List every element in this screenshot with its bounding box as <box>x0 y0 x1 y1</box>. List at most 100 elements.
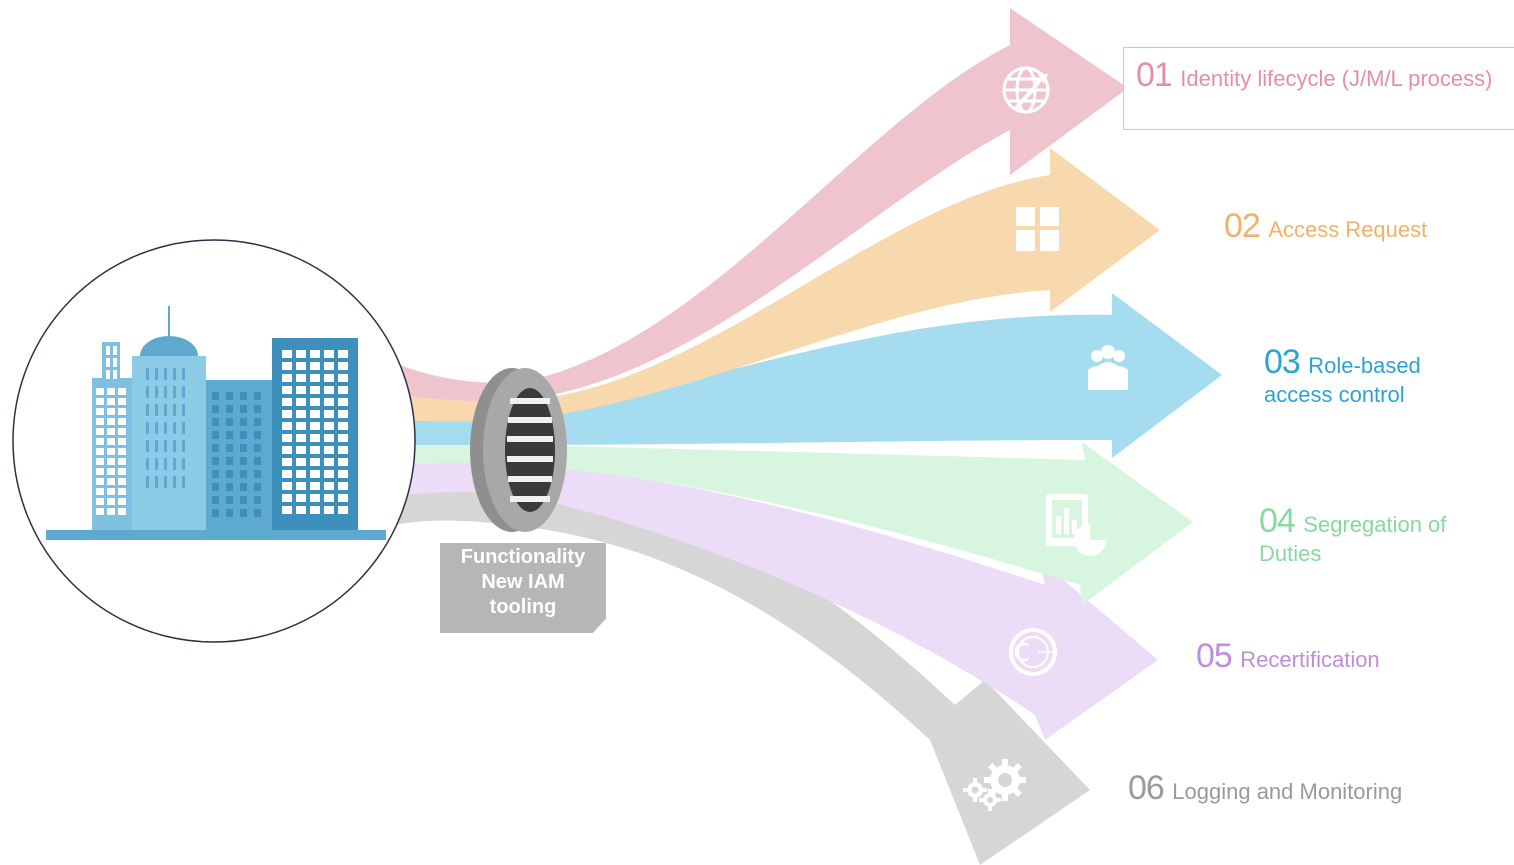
building-window <box>310 506 320 514</box>
building-window <box>254 483 261 491</box>
building-window <box>107 428 115 435</box>
building-window <box>106 370 110 379</box>
building-window <box>96 478 104 485</box>
functionality-arrows <box>395 8 1222 865</box>
building-window <box>173 386 176 398</box>
building-window <box>107 388 115 395</box>
building-window <box>164 386 167 398</box>
label-text: Access Request <box>1268 217 1428 242</box>
building-window <box>146 404 149 416</box>
building-window <box>296 386 306 394</box>
building-window <box>182 476 185 488</box>
building-window <box>107 458 115 465</box>
building-window <box>226 444 233 452</box>
building-window <box>155 476 158 488</box>
building-window <box>338 482 348 490</box>
building-window <box>282 506 292 514</box>
building-window <box>240 392 247 400</box>
building-window <box>164 368 167 380</box>
building-window <box>338 434 348 442</box>
building-window <box>226 392 233 400</box>
building-window <box>282 434 292 442</box>
building-window <box>106 346 110 355</box>
building-window <box>155 422 158 434</box>
building-window <box>324 458 334 466</box>
gears-icon <box>963 759 1026 811</box>
building-window <box>338 398 348 406</box>
building-window <box>296 458 306 466</box>
building-window <box>118 448 126 455</box>
building-window <box>296 350 306 358</box>
building-window <box>282 494 292 502</box>
label-role-based-access: 03 Role-based access control <box>1264 343 1464 407</box>
building-window <box>254 509 261 517</box>
building-window <box>107 468 115 475</box>
building-window <box>226 470 233 478</box>
building-window <box>338 350 348 358</box>
building-window <box>324 350 334 358</box>
building-window <box>338 422 348 430</box>
building-window <box>324 446 334 454</box>
building-window <box>338 374 348 382</box>
building-window <box>182 404 185 416</box>
building-window <box>254 418 261 426</box>
label-number: 02 <box>1224 207 1261 245</box>
building-window <box>164 458 167 470</box>
building-window <box>96 458 104 465</box>
building-window <box>282 458 292 466</box>
building-window <box>107 498 115 505</box>
building-window <box>226 431 233 439</box>
building-window <box>146 386 149 398</box>
building-window <box>96 408 104 415</box>
building-window <box>212 457 219 465</box>
building-window <box>118 418 126 425</box>
building-window <box>107 448 115 455</box>
building-window <box>296 398 306 406</box>
label-text: Role-based access control <box>1264 353 1421 408</box>
building-window <box>173 422 176 434</box>
building-window <box>282 350 292 358</box>
building-window <box>240 509 247 517</box>
building-window <box>107 508 115 515</box>
arrow-recertification <box>400 461 1158 740</box>
building-window <box>118 508 126 515</box>
building-window <box>107 488 115 495</box>
building-window <box>212 405 219 413</box>
building-window <box>240 405 247 413</box>
building-window <box>155 458 158 470</box>
building-window <box>282 482 292 490</box>
hub-line-3: tooling <box>489 596 557 618</box>
building-window <box>113 346 117 355</box>
building-window <box>296 362 306 370</box>
label-number: 01 <box>1136 56 1173 94</box>
building-window <box>107 408 115 415</box>
building-window <box>155 386 158 398</box>
arrow-role-based-access <box>400 293 1222 458</box>
building-window <box>226 509 233 517</box>
building-window <box>324 422 334 430</box>
building-window <box>96 398 104 405</box>
building-window <box>96 428 104 435</box>
label-number: 05 <box>1196 637 1233 675</box>
building-window <box>338 458 348 466</box>
building-window <box>310 470 320 478</box>
building-window <box>240 418 247 426</box>
label-segregation-duties: 04 Segregation of Duties <box>1259 502 1474 566</box>
building-window <box>118 498 126 505</box>
building-window <box>107 398 115 405</box>
building-window <box>310 374 320 382</box>
building-window <box>173 404 176 416</box>
building-window <box>240 444 247 452</box>
building-window <box>254 457 261 465</box>
label-text: Recertification <box>1240 647 1380 672</box>
building-window <box>173 368 176 380</box>
building-window <box>113 358 117 367</box>
building-window <box>226 418 233 426</box>
building-window <box>282 374 292 382</box>
building-window <box>118 438 126 445</box>
building-window <box>324 482 334 490</box>
document-chart-icon <box>1046 494 1106 556</box>
building-window <box>164 440 167 452</box>
people-group-icon <box>1088 345 1128 390</box>
building-window <box>118 408 126 415</box>
